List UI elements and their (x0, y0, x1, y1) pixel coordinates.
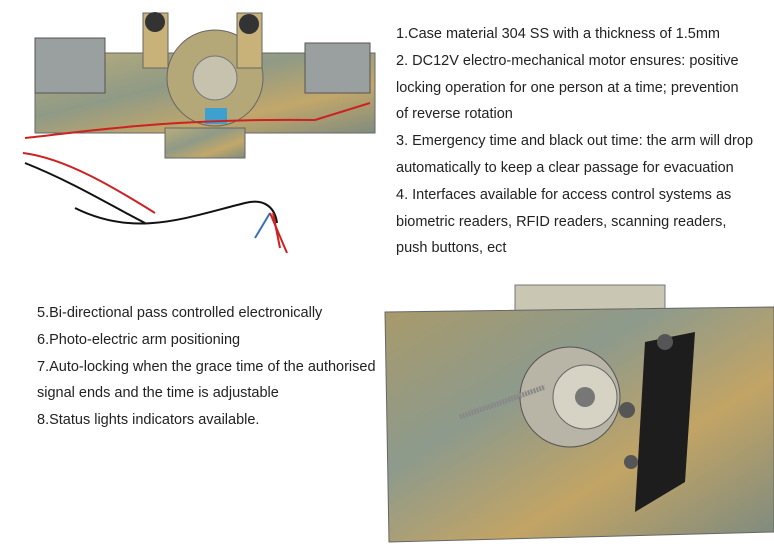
solenoid-right (304, 42, 371, 94)
feature-line: 6.Photo-electric arm positioning (37, 331, 241, 348)
feature-list-bottom: 5.Bi-directional pass controlled electro… (37, 300, 387, 434)
feature-line: automatically to keep a clear passage fo… (396, 159, 734, 176)
mechanism-side-view-photo (384, 284, 774, 543)
feature-line: 7.Auto-locking when the grace time of th… (37, 358, 376, 375)
feature-line: of reverse rotation (396, 106, 513, 123)
feature-list-top: 1.Case material 304 SS with a thickness … (396, 21, 774, 262)
feature-line: 3. Emergency time and black out time: th… (396, 133, 754, 150)
solenoid-left (34, 37, 106, 94)
feature-line: 1.Case material 304 SS with a thickness … (396, 26, 720, 42)
mechanism-top-view-photo (22, 12, 376, 254)
feature-line: biometric readers, RFID readers, scannin… (396, 213, 727, 230)
feature-line: locking operation for one person at a ti… (396, 79, 739, 96)
feature-line: signal ends and the time is adjustable (37, 385, 279, 402)
feature-line: 2. DC12V electro-mechanical motor ensure… (396, 52, 739, 69)
feature-line: 5.Bi-directional pass controlled electro… (37, 305, 323, 321)
feature-line: 8.Status lights indicators available. (37, 412, 260, 429)
feature-line: push buttons, ect (396, 240, 507, 257)
feature-line: 4. Interfaces available for access contr… (396, 186, 732, 203)
